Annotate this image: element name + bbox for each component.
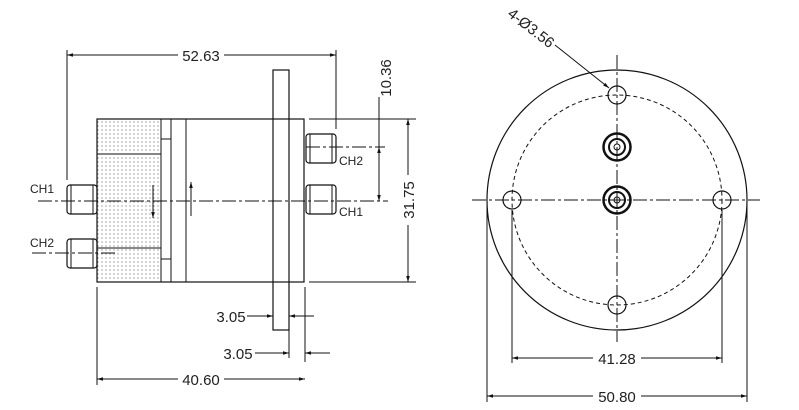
dim-overall-length: 52.63 — [182, 48, 220, 65]
label-left-ch1: CH1 — [30, 182, 54, 196]
mounting-hole — [502, 85, 732, 315]
connector-right-ch2 — [305, 133, 337, 164]
label-left-ch2: CH2 — [30, 236, 54, 250]
outer-flange-circle — [486, 69, 748, 331]
label-right-ch2: CH2 — [339, 154, 363, 168]
dim-outer-diameter: 50.80 — [598, 389, 636, 406]
side-view: CH1 CH2 CH2 CH1 52.63 10.36 31.75 3.05 3… — [30, 48, 418, 389]
mounting-flange — [272, 69, 290, 331]
connector-left-ch1 — [66, 184, 98, 215]
label-right-ch1: CH1 — [339, 205, 363, 219]
dotted-housing — [97, 119, 161, 282]
front-view: 4-Ø3.56 41.28 50.80 — [472, 5, 760, 406]
hole-callout: 4-Ø3.56 — [504, 5, 557, 52]
dim-body-length: 40.60 — [182, 372, 220, 389]
dim-flange-offset: 3.05 — [223, 346, 252, 363]
dim-flange-thickness: 3.05 — [216, 309, 245, 326]
dim-bolt-circle: 41.28 — [598, 351, 636, 368]
connector-right-ch1 — [305, 184, 337, 215]
leader-line — [554, 44, 610, 89]
dim-connector-spacing: 10.36 — [378, 59, 395, 97]
connector-port-ch1 — [602, 185, 632, 215]
dim-body-height: 31.75 — [401, 181, 418, 219]
connector-port-ch2 — [602, 132, 632, 162]
